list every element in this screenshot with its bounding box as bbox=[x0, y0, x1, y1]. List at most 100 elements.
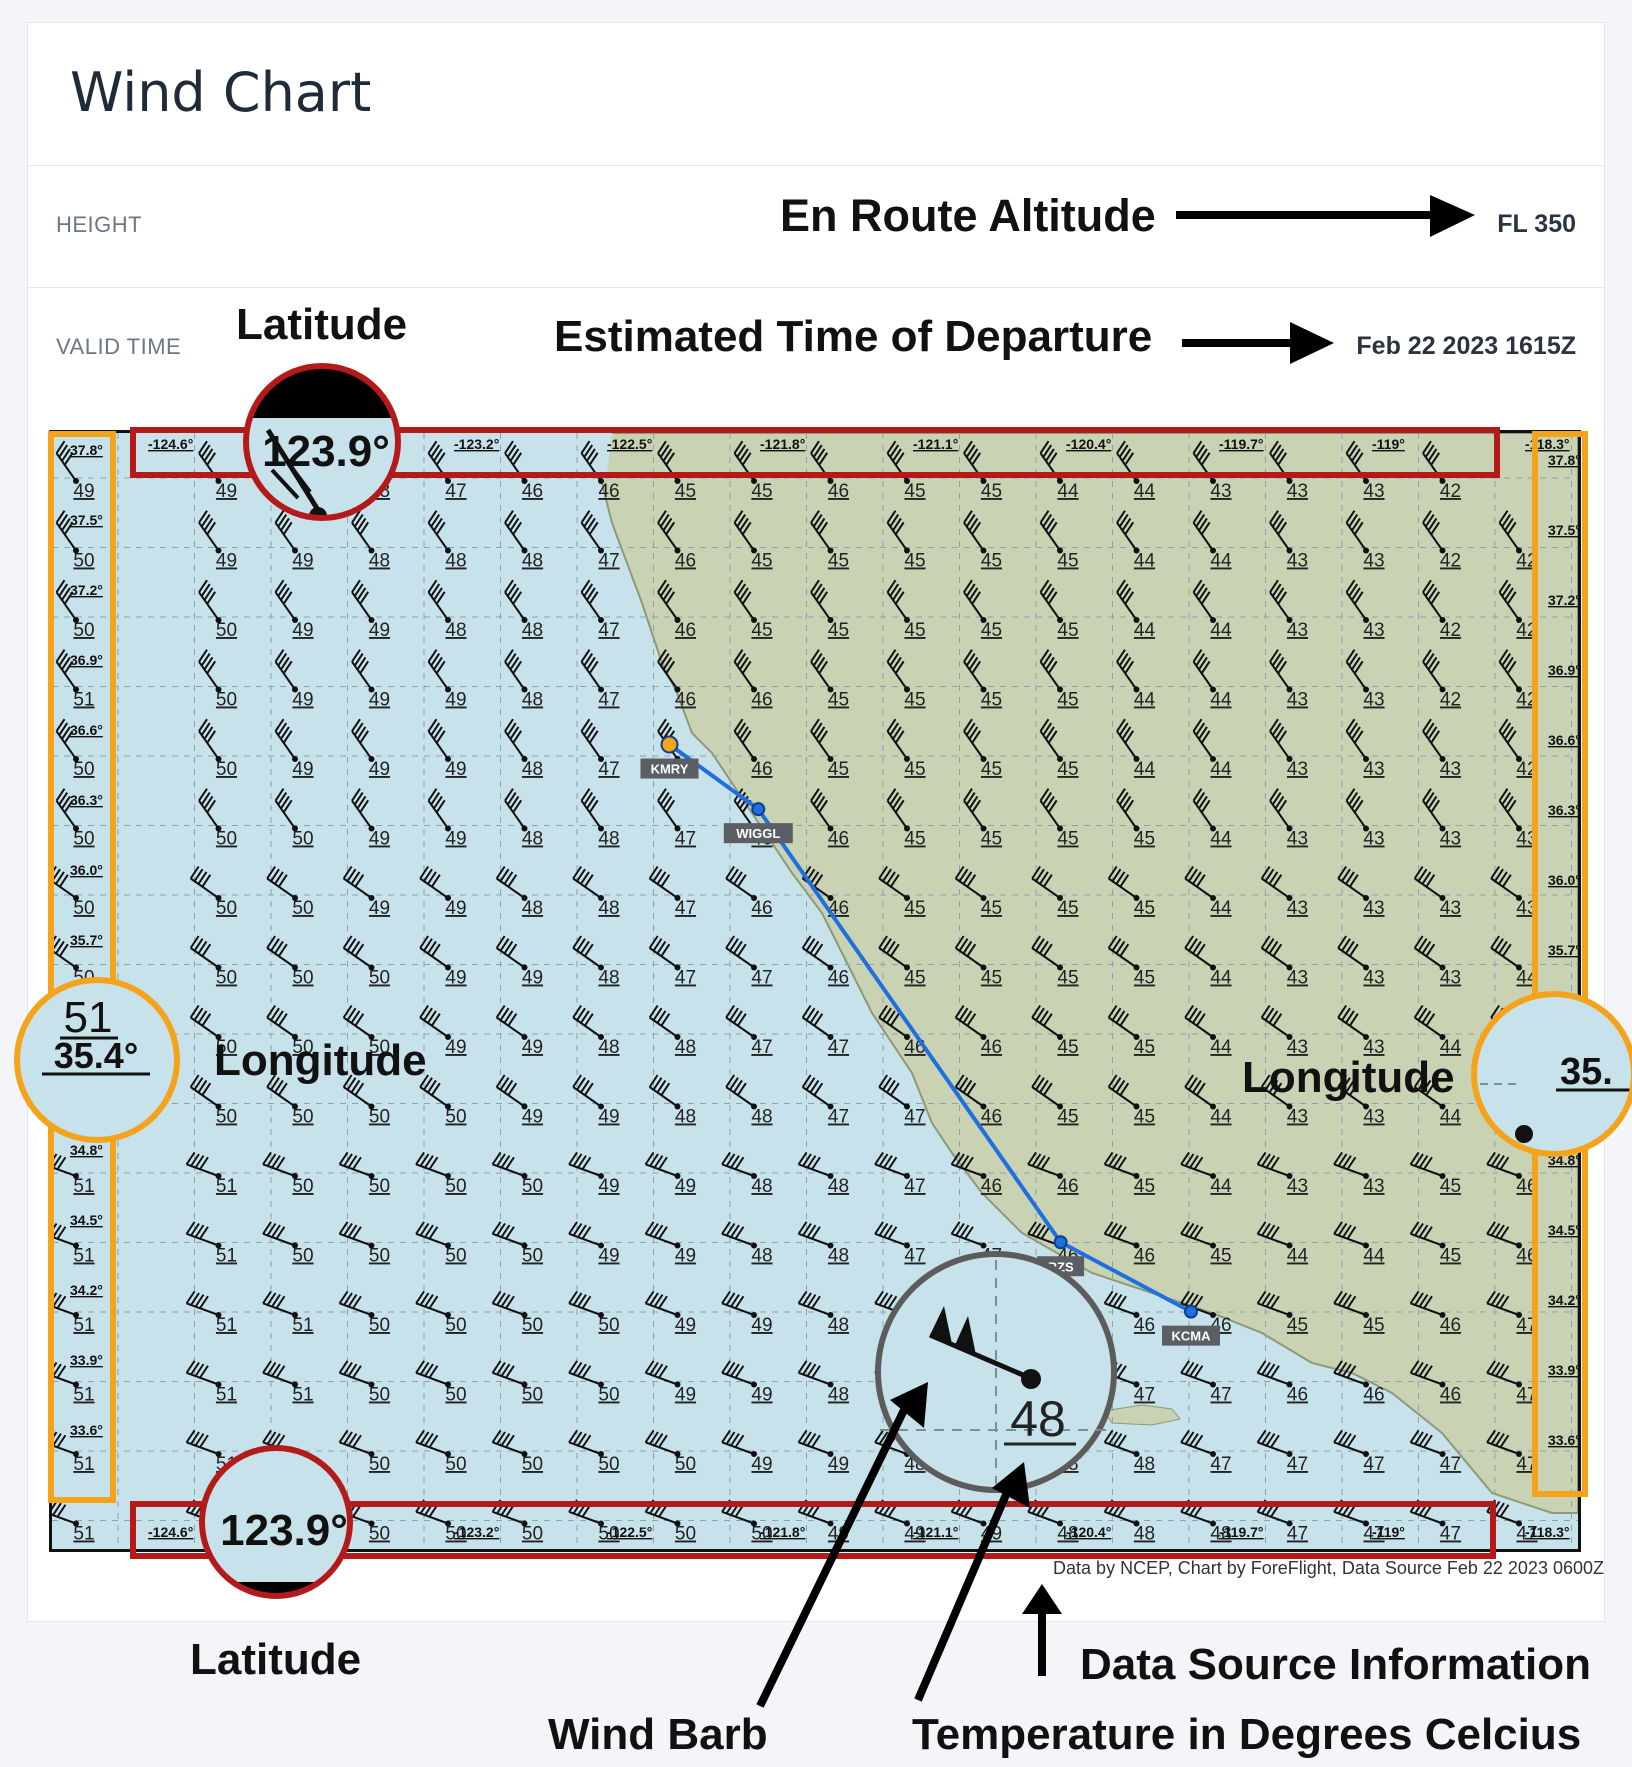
wind-barb-feather bbox=[572, 865, 582, 880]
wind-barb-feather bbox=[271, 1224, 281, 1238]
wind-barb-feather bbox=[1200, 660, 1211, 674]
wind-barb-feather bbox=[1409, 1221, 1420, 1235]
temperature-label: 49 bbox=[292, 481, 313, 502]
temperature-label: 48 bbox=[522, 620, 543, 641]
wind-barb bbox=[1108, 947, 1138, 969]
wind-barb-feather bbox=[1349, 943, 1359, 957]
wind-barb-station bbox=[1210, 1381, 1216, 1388]
temperature-label: 46 bbox=[522, 481, 543, 502]
wind-barb-station bbox=[368, 964, 375, 971]
wind-barb-station bbox=[1363, 1381, 1369, 1388]
wind-barb-feather bbox=[580, 579, 591, 593]
wind-barb bbox=[52, 1166, 77, 1177]
wind-barb bbox=[1345, 591, 1367, 621]
wind-barb-feather bbox=[815, 517, 826, 532]
wind-barb-feather bbox=[354, 1082, 365, 1096]
wind-barb-station bbox=[751, 1034, 757, 1040]
wind-barb-feather bbox=[955, 1222, 965, 1237]
wind-barb-feather bbox=[1345, 579, 1356, 593]
wind-barb-feather bbox=[741, 730, 752, 744]
wind-barb-feather bbox=[200, 722, 211, 736]
temperature-label: 50 bbox=[292, 1246, 313, 1267]
wind-barb-feather bbox=[275, 1295, 286, 1309]
wind-barb-station bbox=[827, 1034, 834, 1040]
temperature-label: 46 bbox=[1440, 1385, 1461, 1406]
wind-barb-station bbox=[904, 1242, 910, 1249]
longitude-label-top: -124.6° bbox=[148, 436, 193, 452]
wind-barb-feather bbox=[1039, 1010, 1049, 1024]
wind-barb-feather bbox=[572, 1361, 583, 1376]
wind-barb-feather bbox=[353, 722, 364, 736]
wind-barb-feather bbox=[427, 871, 437, 885]
wind-barb-feather bbox=[1265, 1224, 1276, 1238]
wind-barb-feather bbox=[802, 1361, 812, 1376]
wind-barb-station bbox=[674, 1034, 681, 1040]
wind-barb-feather bbox=[1348, 513, 1359, 528]
wind-barb-feather bbox=[1264, 938, 1275, 952]
wind-barb-station bbox=[521, 478, 528, 484]
wind-barb-feather bbox=[886, 579, 897, 593]
wind-barb-feather bbox=[338, 1290, 349, 1304]
wind-barb-feather bbox=[576, 938, 586, 952]
wind-barb-feather bbox=[280, 656, 290, 671]
latitude-label-right: 36.6° bbox=[1548, 732, 1578, 748]
wind-barb bbox=[1184, 877, 1214, 899]
wind-barb-feather bbox=[491, 1151, 502, 1165]
wind-barb-feather bbox=[266, 1004, 276, 1019]
wind-barb-feather bbox=[359, 730, 370, 744]
wind-barb-feather bbox=[1274, 795, 1285, 810]
wind-barb-feather bbox=[1417, 1077, 1428, 1091]
annotation-data-source-information: Data Source Information bbox=[1080, 1640, 1591, 1689]
wind-barb-feather bbox=[1490, 935, 1500, 949]
wind-barb-feather bbox=[194, 1224, 205, 1238]
wind-barb-feather bbox=[801, 935, 812, 949]
wind-barb-station bbox=[1516, 895, 1522, 901]
wind-barb-feather bbox=[266, 1361, 277, 1376]
temperature-label: 50 bbox=[292, 1454, 313, 1475]
wind-barb-feather bbox=[1341, 1007, 1351, 1021]
wind-barb-feather bbox=[797, 1360, 808, 1374]
wind-barb bbox=[649, 1016, 679, 1038]
wind-barb-feather bbox=[1045, 656, 1055, 671]
wind-barb-feather bbox=[359, 591, 370, 605]
wind-barb-station bbox=[751, 617, 757, 623]
wind-barb-station bbox=[368, 478, 375, 484]
wind-barb-feather bbox=[1423, 1156, 1433, 1170]
wind-barb bbox=[580, 661, 602, 691]
wind-barb-station bbox=[1057, 825, 1063, 832]
annotation-estimated-time-of-departure: Estimated Time of Departure bbox=[554, 312, 1153, 361]
wind-barb-station bbox=[445, 825, 451, 832]
temperature-label: 49 bbox=[292, 551, 313, 572]
wind-barb-feather bbox=[809, 871, 820, 885]
temperature-label: 50 bbox=[216, 759, 237, 780]
wind-barb-feather bbox=[878, 865, 888, 880]
wind-barb-feather bbox=[500, 1363, 511, 1377]
longitude-label-bottom: -120.4° bbox=[1066, 1524, 1111, 1540]
temperature-label: 44 bbox=[1134, 759, 1156, 780]
wind-barb bbox=[657, 661, 679, 691]
longitude-label-top: -122.5° bbox=[607, 436, 652, 452]
wind-barb-feather bbox=[1107, 1004, 1118, 1019]
wind-barb-feather bbox=[278, 874, 288, 888]
wind-barb-feather bbox=[1423, 1434, 1433, 1448]
temperature-label: 50 bbox=[216, 829, 237, 850]
temperature-label: 44 bbox=[1134, 551, 1156, 572]
wind-barb bbox=[1345, 800, 1367, 830]
wind-barb-station bbox=[1133, 1103, 1140, 1110]
wind-barb-feather bbox=[507, 1082, 518, 1096]
wind-barb-feather bbox=[1341, 868, 1351, 882]
wind-barb-feather bbox=[346, 1007, 357, 1021]
wind-barb-feather bbox=[1193, 1295, 1204, 1309]
wind-barb-feather bbox=[505, 1434, 515, 1448]
wind-barb-feather bbox=[968, 517, 979, 532]
wind-barb-feather bbox=[496, 1222, 506, 1237]
wind-barb bbox=[198, 591, 220, 621]
wind-barb-feather bbox=[1042, 722, 1053, 736]
wind-barb-feather bbox=[512, 660, 523, 674]
wind-barb-feather bbox=[1198, 517, 1208, 532]
wind-barb-station bbox=[1286, 478, 1293, 484]
latitude-label-left: 34.5° bbox=[70, 1212, 103, 1228]
wind-barb bbox=[504, 591, 526, 621]
wind-barb-feather bbox=[354, 1013, 365, 1027]
